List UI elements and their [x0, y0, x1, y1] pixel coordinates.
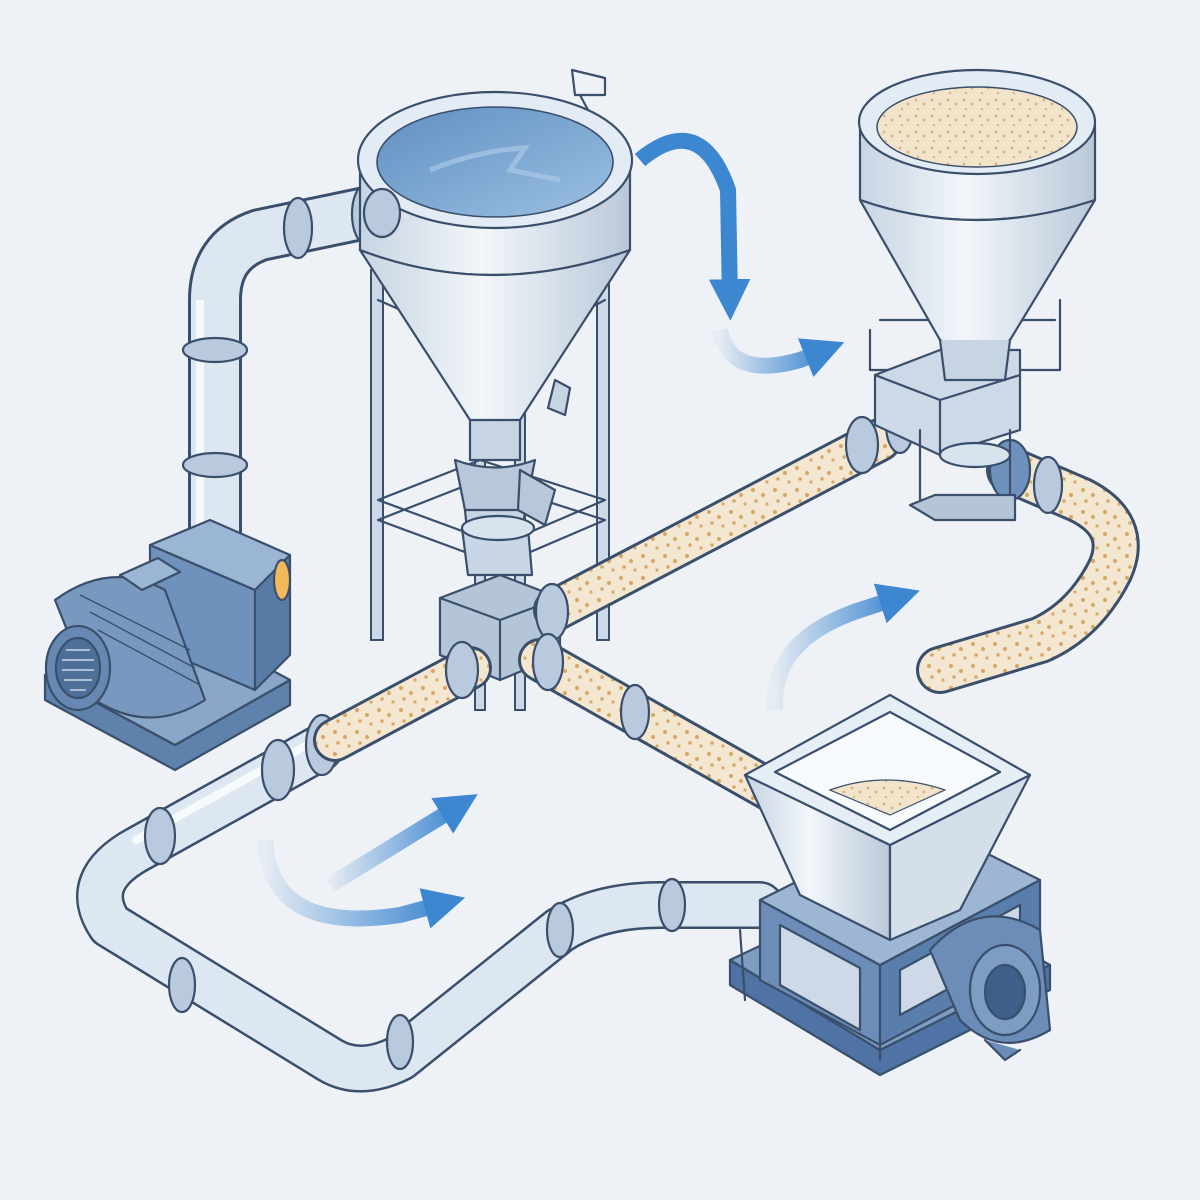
- feed-hopper-front: [728, 693, 1052, 1077]
- blower: [928, 915, 1052, 1062]
- pump-motor: [43, 518, 292, 772]
- feed-hopper-right: [857, 68, 1097, 522]
- right-elbow-pipe: [916, 438, 1140, 694]
- flow-arrow: [766, 583, 920, 711]
- main-material-line: [313, 395, 916, 762]
- flow-arrow: [634, 132, 845, 378]
- return-loop-pipe: [76, 713, 784, 1093]
- front-branch-pipe: [518, 632, 792, 812]
- pump-riser-pipe: [181, 182, 407, 597]
- flow-arrow: [257, 839, 466, 929]
- tank-flange: [362, 187, 402, 239]
- pipe-flange: [531, 632, 651, 741]
- flow-arrow: [325, 794, 478, 892]
